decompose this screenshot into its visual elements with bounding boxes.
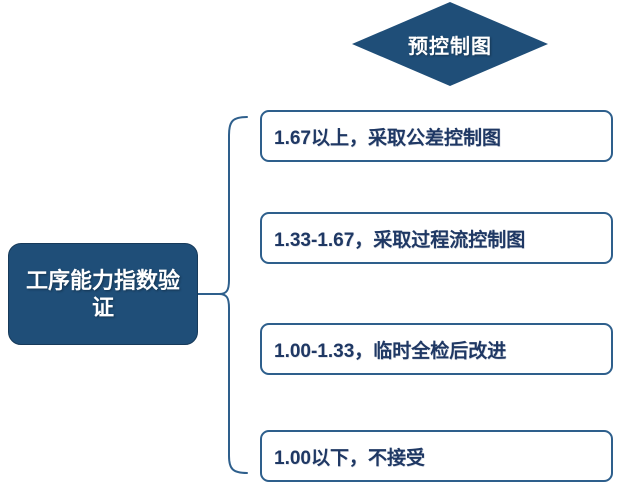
branch-label-1: 1.67以上，采取公差控制图	[274, 127, 501, 149]
brace-path	[218, 116, 248, 474]
branch-box-4: 1.00以下，不接受	[260, 430, 613, 482]
branch-label-2: 1.33-1.67，采取过程流控制图	[274, 229, 526, 251]
root-label: 工序能力指数验证	[25, 267, 180, 321]
root-node: 工序能力指数验证	[8, 243, 198, 345]
branch-label-3: 1.00-1.33，临时全检后改进	[274, 340, 507, 362]
branch-label-4: 1.00以下，不接受	[274, 447, 425, 469]
decision-label: 预控制图	[408, 35, 492, 58]
branch-box-2: 1.33-1.67，采取过程流控制图	[260, 212, 613, 264]
branch-box-1: 1.67以上，采取公差控制图	[260, 110, 613, 162]
decision-diamond: 预控制图	[352, 2, 548, 86]
branch-box-3: 1.00-1.33，临时全检后改进	[260, 323, 613, 375]
